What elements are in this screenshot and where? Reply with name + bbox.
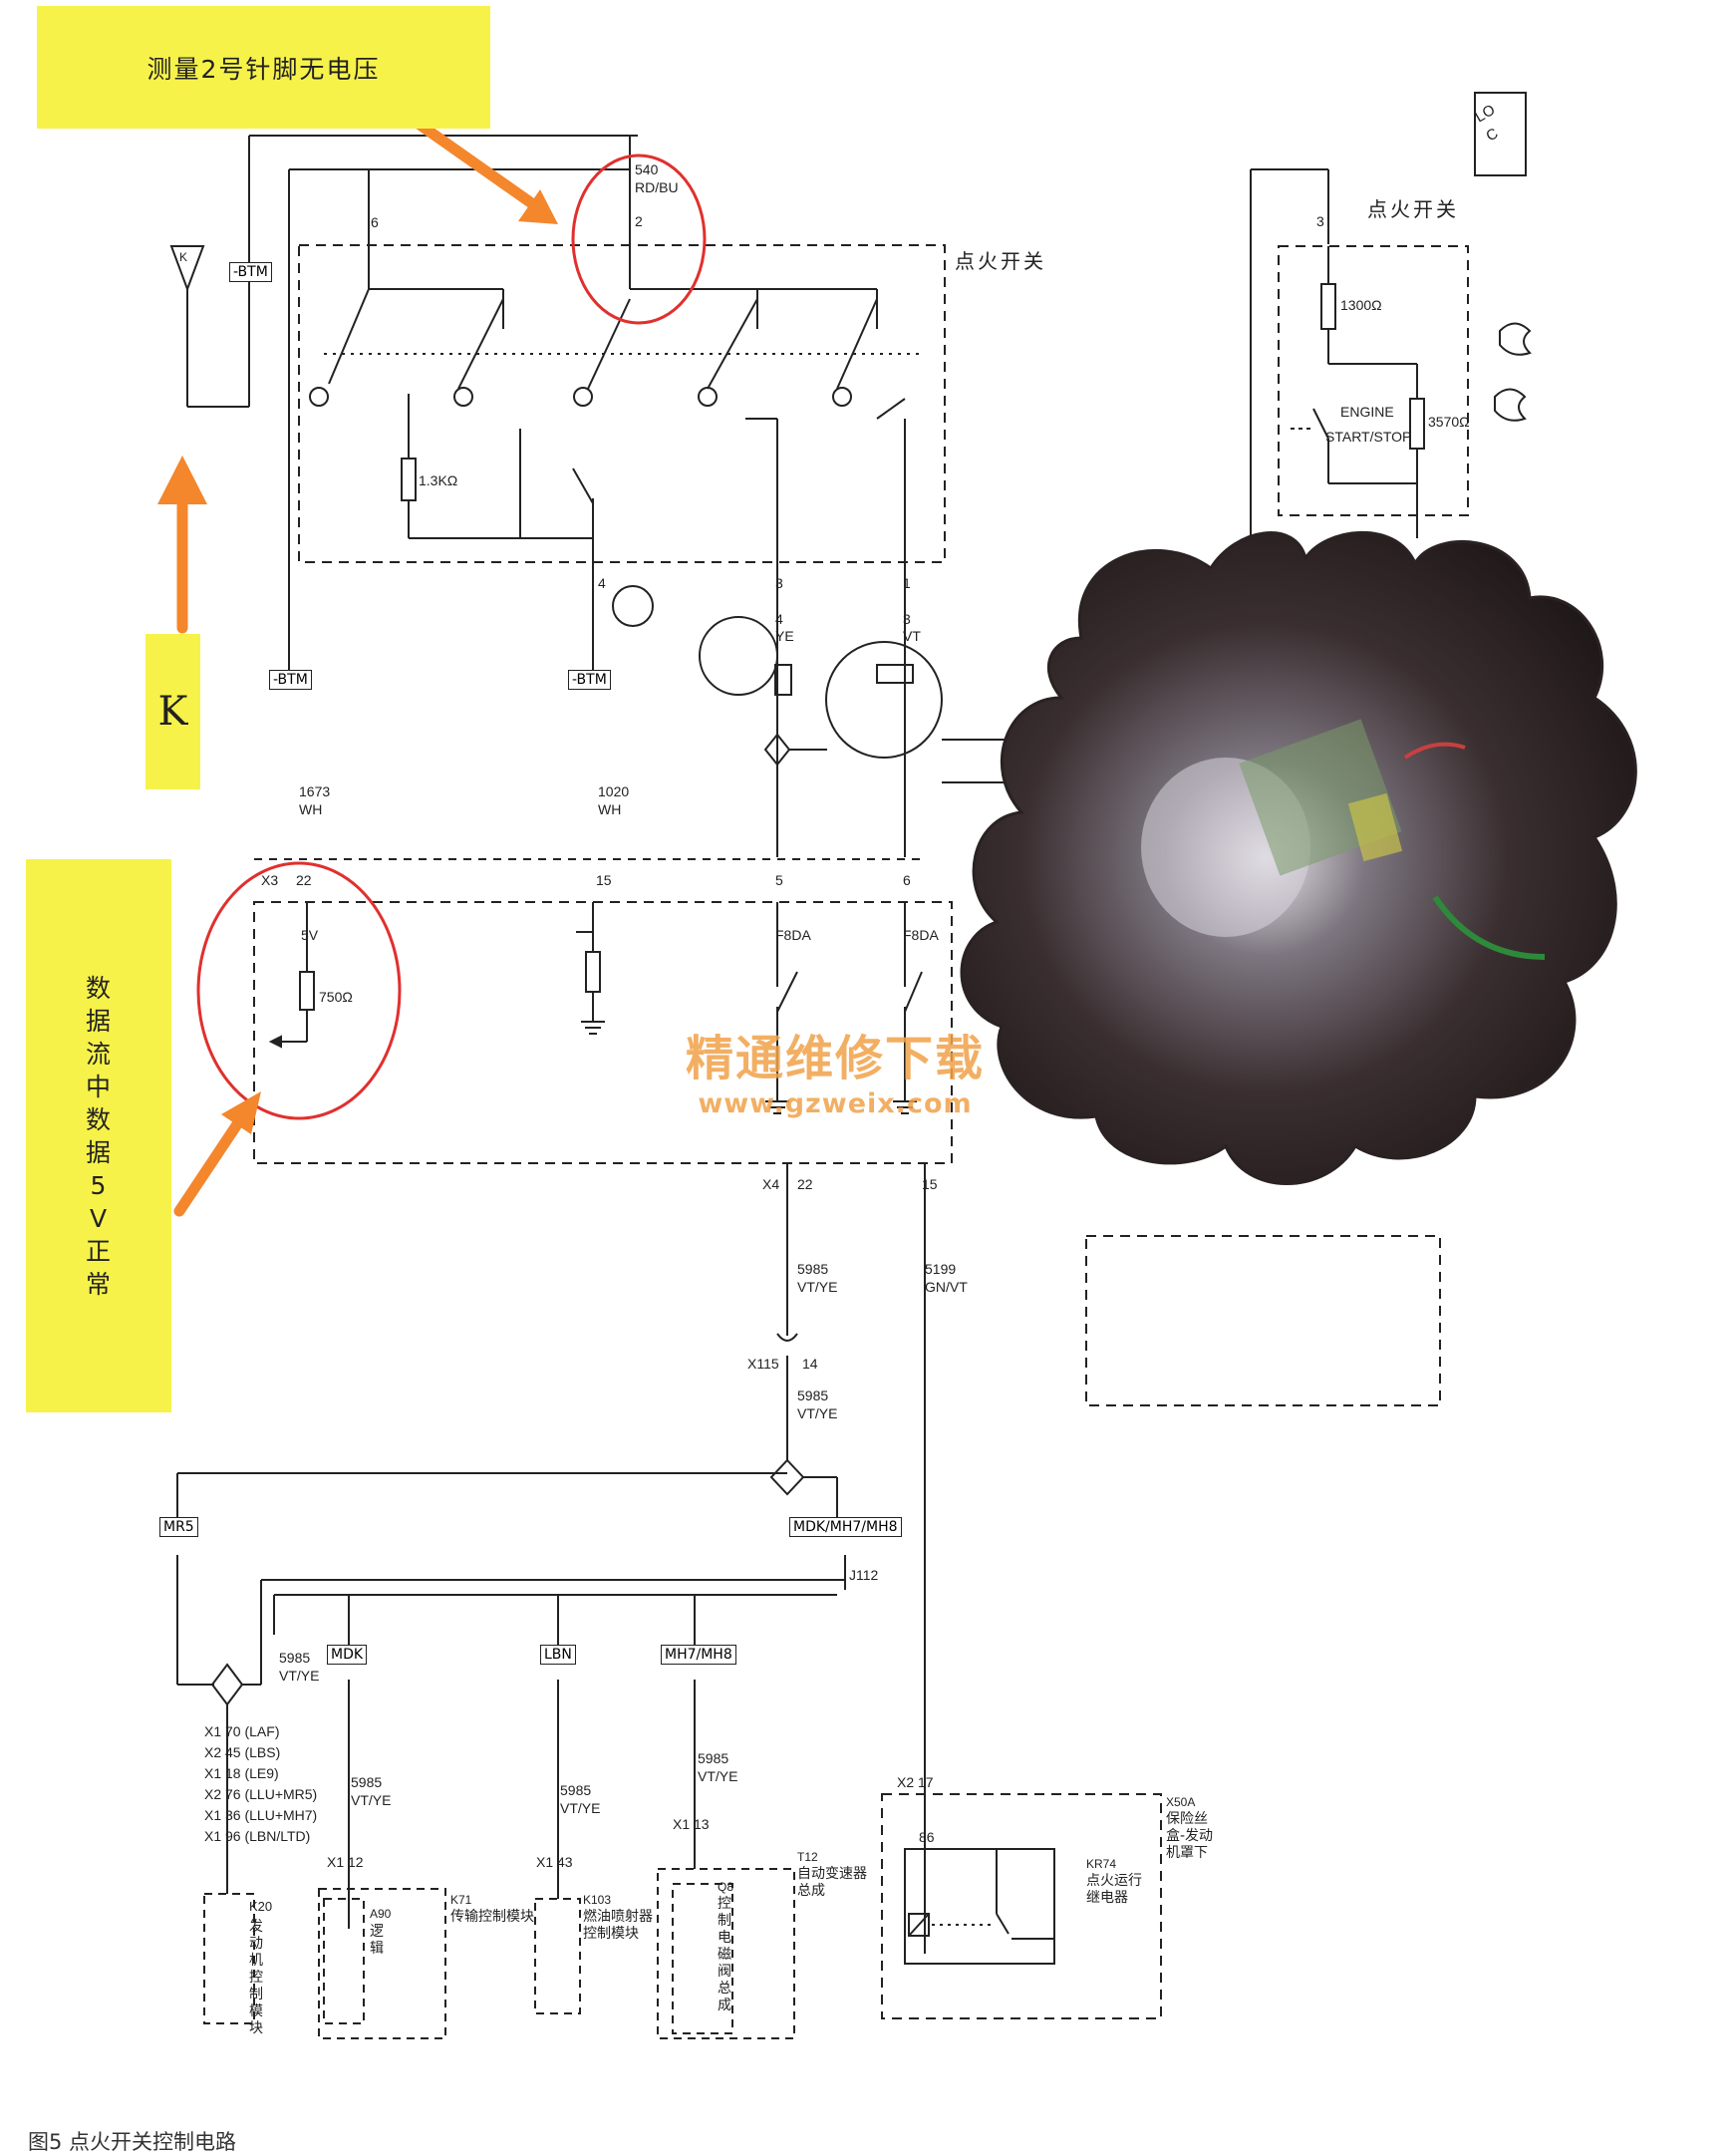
label-wire540: 540 <box>635 161 659 177</box>
label-wire5985-e: 5985 <box>560 1782 592 1798</box>
label-r1300: 1300Ω <box>1340 297 1382 313</box>
label-t12: T12 <box>797 1850 818 1864</box>
label-q8-desc: 控制电磁阀总成 <box>718 1896 731 2013</box>
label-vtye-f: VT/YE <box>698 1768 738 1784</box>
note-no-voltage: 测量2号针脚无电压 <box>37 6 490 129</box>
label-pin1: 1 <box>903 575 911 591</box>
label-f8da-2: F8DA <box>903 927 939 943</box>
label-x1-70: X1 70 (LAF) <box>204 1723 280 1739</box>
label-x2-45: X2 45 (LBS) <box>204 1744 281 1760</box>
label-x115: X115 <box>747 1356 779 1372</box>
label-k103: K103 <box>583 1893 612 1907</box>
label-vtye-b: VT/YE <box>797 1405 838 1421</box>
label-ignition-switch: 点火开关 <box>955 249 1046 273</box>
label-x3: X3 <box>261 872 279 888</box>
label-wire5985-f: 5985 <box>698 1750 729 1766</box>
label-ignition-switch-right: 点火开关 <box>1367 197 1459 221</box>
connector-lbn: LBN <box>540 1645 576 1665</box>
watermark-cn: 精通维修下载 <box>686 1031 986 1086</box>
label-wh2: WH <box>598 801 622 817</box>
label-pin15b: 15 <box>922 1176 938 1192</box>
connector-mdk: MDK <box>327 1645 368 1665</box>
label-a90-desc: 逻辑 <box>370 1924 384 1957</box>
label-j112: J112 <box>849 1567 879 1583</box>
label-pin4: 4 <box>598 575 606 591</box>
label-vtye-d: VT/YE <box>351 1792 392 1808</box>
label-x4: X4 <box>762 1176 780 1192</box>
label-pin6b: 6 <box>903 872 911 888</box>
connector-mdk-mh7-mh8: MDK/MH7/MH8 <box>789 1517 902 1537</box>
label-pin4ye: 4 <box>775 611 783 627</box>
label-pin86: 86 <box>919 1829 935 1845</box>
label-pin3vt: 3 <box>903 611 911 627</box>
label-x2-76: X2 76 (LLU+MR5) <box>204 1786 318 1802</box>
label-wh1: WH <box>299 801 323 817</box>
label-engine: ENGINE <box>1340 404 1394 420</box>
connector-btm-left: -BTM <box>269 670 312 690</box>
connector-btm-top: -BTM <box>229 262 272 282</box>
label-x1-96: X1 96 (LBN/LTD) <box>204 1828 311 1844</box>
label-r750: 750Ω <box>319 989 353 1005</box>
label-pin3a: 3 <box>775 575 783 591</box>
label-5v: 5V <box>301 927 319 943</box>
figure-caption: 图5 点火开关控制电路 <box>28 2130 237 2154</box>
label-pin5: 5 <box>775 872 783 888</box>
label-wire5199: 5199 <box>925 1261 957 1277</box>
label-k71: K71 <box>450 1893 472 1907</box>
label-pin22a: 22 <box>296 872 312 888</box>
component-photo <box>960 530 1637 1185</box>
label-f8da-1: F8DA <box>775 927 811 943</box>
connector-mr5: MR5 <box>159 1517 198 1537</box>
label-wire1020: 1020 <box>598 783 630 799</box>
label-x2-17: X2 17 <box>897 1774 934 1790</box>
label-x50a-desc: 保险丝盒-发动机罩下 <box>1166 1811 1214 1861</box>
label-x1-18: X1 18 (LE9) <box>204 1765 279 1781</box>
label-q8: Q8 <box>718 1880 734 1894</box>
label-k71-desc: 传输控制模块 <box>450 1909 534 1925</box>
watermark-url: www.gzweix.com <box>698 1088 973 1119</box>
connector-mh7-mh8: MH7/MH8 <box>661 1645 736 1665</box>
label-k20-desc: 发动机控制模块 <box>249 1919 263 2036</box>
label-x1-12: X1 12 <box>327 1854 364 1870</box>
label-x1-13: X1 13 <box>673 1816 710 1832</box>
label-wire1673: 1673 <box>299 783 331 799</box>
label-pin6: 6 <box>371 214 379 230</box>
label-startstop: START/STOP <box>1325 429 1412 445</box>
connector-btm-mid: -BTM <box>568 670 611 690</box>
label-wire5985-d: 5985 <box>351 1774 383 1790</box>
label-rdbu: RD/BU <box>635 179 679 195</box>
label-pin2: 2 <box>635 213 643 229</box>
label-kr74: KR74 <box>1086 1857 1117 1871</box>
label-r3570: 3570Ω <box>1428 414 1470 430</box>
label-wire5985-a: 5985 <box>797 1261 829 1277</box>
label-vtye-c: VT/YE <box>279 1668 320 1684</box>
label-k103-desc: 燃油喷射器控制模块 <box>583 1909 653 1942</box>
note-k: K <box>145 634 200 789</box>
label-wire5985-c: 5985 <box>279 1650 311 1666</box>
label-vt: VT <box>903 628 921 644</box>
label-pin22b: 22 <box>797 1176 813 1192</box>
label-vtye-a: VT/YE <box>797 1279 838 1295</box>
label-x50a: X50A <box>1166 1795 1196 1809</box>
label-x1-43: X1 43 <box>536 1854 573 1870</box>
label-pin14: 14 <box>802 1356 818 1372</box>
label-pin15a: 15 <box>596 872 612 888</box>
label-k20: K20 <box>249 1899 273 1914</box>
label-wire5985-b: 5985 <box>797 1387 829 1403</box>
label-gnvt: GN/VT <box>925 1279 968 1295</box>
label-x1-36: X1 36 (LLU+MH7) <box>204 1807 318 1823</box>
label-a90: A90 <box>370 1907 392 1921</box>
label-r13k: 1.3KΩ <box>419 472 458 488</box>
note-data-normal: 数据流中数据5V正常 <box>26 859 171 1412</box>
label-vtye-e: VT/YE <box>560 1800 601 1816</box>
watermark: 精通维修下载 www.gzweix.com <box>686 1019 985 1119</box>
label-antenna-k: K <box>179 250 188 264</box>
label-pin3-right: 3 <box>1316 213 1324 229</box>
label-kr74-desc: 点火运行继电器 <box>1086 1873 1142 1906</box>
label-ye: YE <box>775 628 794 644</box>
label-t12-desc: 自动变速器总成 <box>797 1866 867 1899</box>
